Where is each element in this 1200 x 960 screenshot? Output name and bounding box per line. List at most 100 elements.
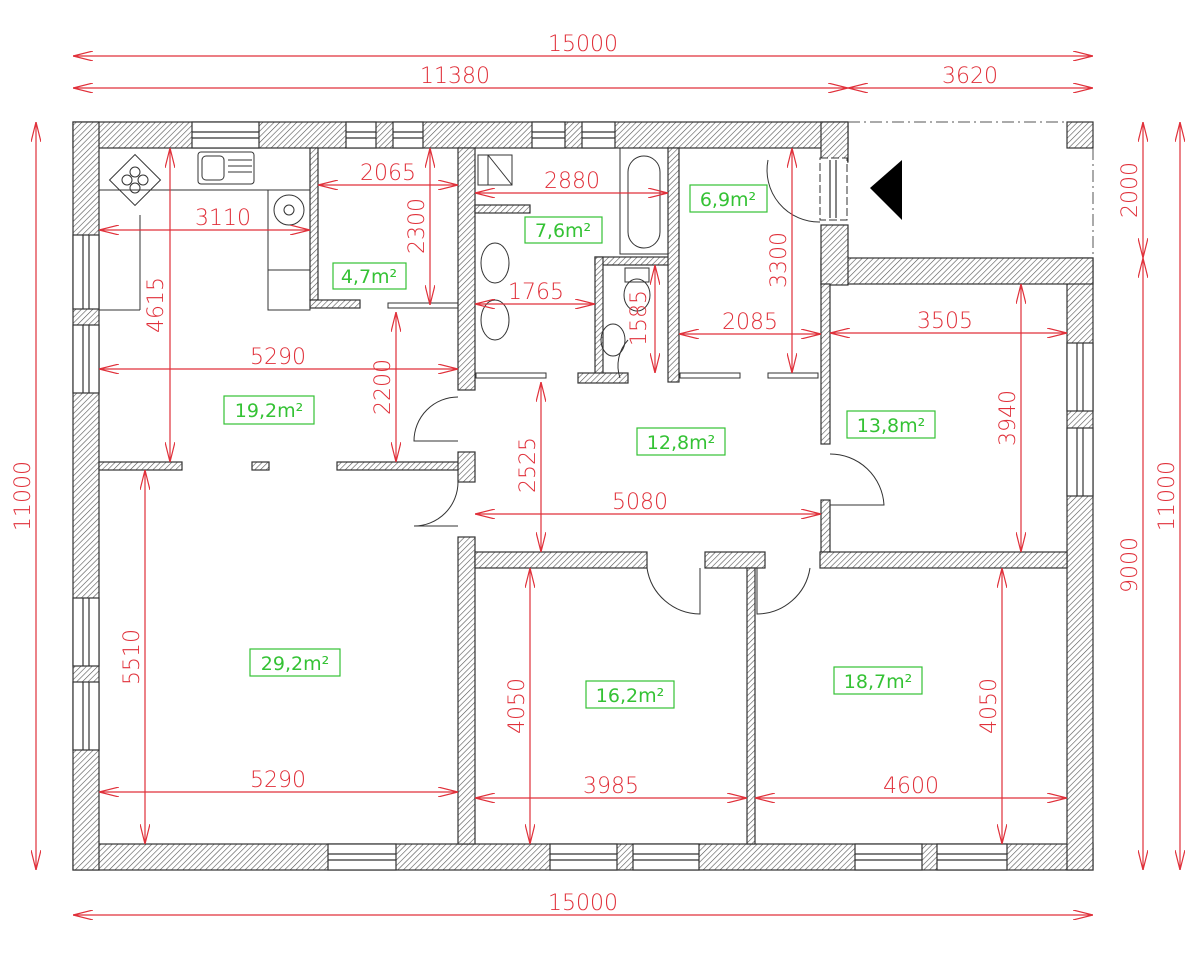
window: [1066, 427, 1094, 497]
window: [936, 843, 1008, 871]
area-living: 29,2m²: [261, 653, 329, 675]
window: [854, 843, 923, 871]
window: [72, 324, 100, 394]
entrance-arrow-icon: [870, 160, 902, 220]
dim-kitchen-4615: 4615: [144, 277, 169, 333]
wall-entry-east-top: [820, 121, 849, 163]
window: [72, 597, 100, 667]
dim-living-5290: 5290: [250, 768, 306, 793]
kitchen-counter: [99, 189, 310, 311]
wall-bath-west: [457, 147, 476, 391]
area-kitchen: 19,2m²: [235, 400, 303, 422]
dim-segment-porch: 3620: [942, 64, 998, 89]
window: [191, 121, 260, 149]
wall-pantry-west: [309, 147, 319, 301]
window: [1066, 342, 1094, 412]
wall-wc-stub: [577, 372, 629, 384]
wall-door-jamb: [457, 451, 476, 483]
area-bathroom: 7,6m²: [535, 220, 591, 242]
bedroom-s1-door[interactable]: [646, 567, 701, 615]
dim-width-top: 15000: [548, 32, 618, 57]
wall-kitchen-living-2: [251, 461, 270, 471]
dim-pantry-2065: 2065: [360, 161, 416, 186]
bedroom-s2-door[interactable]: [756, 567, 811, 615]
wall-living-east: [457, 536, 476, 845]
dim-height-right: 11000: [1155, 461, 1180, 531]
sink-icon: [197, 151, 255, 185]
wall-hall-south-3: [819, 551, 1068, 569]
dim-height-main-right: 9000: [1118, 537, 1143, 593]
porch-pillar: [1066, 121, 1094, 149]
dim-entry-3300: 3300: [767, 232, 792, 288]
wall-kitchen-living-3: [336, 461, 461, 471]
dim-bedroom-s2-4600: 4600: [883, 774, 939, 799]
wall-hall-east-top: [820, 283, 831, 445]
wall-north: [72, 121, 849, 149]
entry-sliding-door-2[interactable]: [767, 372, 819, 379]
area-hall: 12,8m²: [647, 432, 715, 454]
wall-hall-east-bottom: [820, 499, 831, 553]
area-bedroom-s2: 18,7m²: [844, 671, 912, 693]
window: [72, 234, 100, 310]
window: [581, 121, 616, 149]
window: [327, 843, 397, 871]
dim-height-left: 11000: [11, 461, 36, 531]
washbasin-icon: [480, 242, 510, 284]
wall-hall-south-2: [704, 551, 766, 569]
dim-entry-2085: 2085: [722, 310, 778, 335]
window: [392, 121, 424, 149]
wall-bath-shelf: [474, 204, 531, 214]
area-bedroom-s1: 16,2m²: [596, 685, 664, 707]
bathroom-sliding-door[interactable]: [475, 372, 547, 379]
dim-bedroom-ne-3940: 3940: [996, 390, 1021, 446]
room-dimensions: 3110 4615 5290 2200 2065 2300 2880 1765 …: [99, 148, 1067, 844]
pantry-sliding-door[interactable]: [387, 302, 459, 309]
dim-bedroom-s1-4050: 4050: [505, 678, 530, 734]
doors[interactable]: [387, 159, 885, 615]
windows: [72, 121, 1094, 871]
wall-entry-west: [667, 147, 680, 383]
wc-basin-icon: [600, 323, 626, 357]
wall-hall-south-1: [474, 551, 648, 569]
washing-machine-icon: [273, 194, 305, 226]
wall-wc-west: [594, 256, 604, 383]
area-bedroom-ne: 13,8m²: [857, 415, 925, 437]
dim-kitchen-3110: 3110: [195, 206, 251, 231]
window: [531, 121, 566, 149]
area-labels: 19,2m² 4,7m² 7,6m² 6,9m² 12,8m² 13,8m² 2…: [223, 184, 936, 709]
window: [345, 121, 377, 149]
dim-segment-main: 11380: [420, 64, 490, 89]
window: [632, 843, 700, 871]
dim-hall-5080: 5080: [612, 490, 668, 515]
living-door[interactable]: [413, 481, 459, 527]
kitchen-door[interactable]: [413, 396, 459, 442]
entry-sliding-door[interactable]: [679, 372, 741, 379]
entry-door[interactable]: [766, 159, 821, 223]
dim-bedroom-s2-4050: 4050: [977, 678, 1002, 734]
entry-door-frame: [819, 157, 848, 221]
dim-pantry-2300: 2300: [405, 198, 430, 254]
window: [72, 681, 100, 751]
porch: [819, 121, 1094, 258]
dim-living-5510: 5510: [120, 629, 145, 685]
area-pantry: 4,7m²: [341, 266, 397, 288]
shower-icon: [477, 154, 513, 186]
wall-bedrooms-divider: [746, 567, 756, 845]
overall-dimensions: 15000 11380 3620 15000 11000 2000 9000 1…: [11, 32, 1180, 916]
dim-bath-2880: 2880: [544, 169, 600, 194]
boiler-icon: [267, 269, 311, 311]
wall-entry-east-bottom: [820, 224, 849, 286]
wc-door[interactable]: [617, 339, 629, 379]
dim-bedroom-s1-3985: 3985: [583, 774, 639, 799]
bedroom-ne-door[interactable]: [829, 453, 885, 506]
dim-bedroom-ne-3505: 3505: [917, 309, 973, 334]
wall-kitchen-living-1: [98, 461, 183, 471]
dim-porch-depth: 2000: [1118, 162, 1143, 218]
wall-porch-south: [820, 257, 1094, 285]
washbasin-icon: [480, 299, 510, 341]
dim-bath-1765: 1765: [508, 280, 564, 305]
wall-pantry-south: [309, 299, 361, 309]
dim-width-bottom: 15000: [548, 891, 618, 916]
stove-icon: [108, 153, 162, 207]
